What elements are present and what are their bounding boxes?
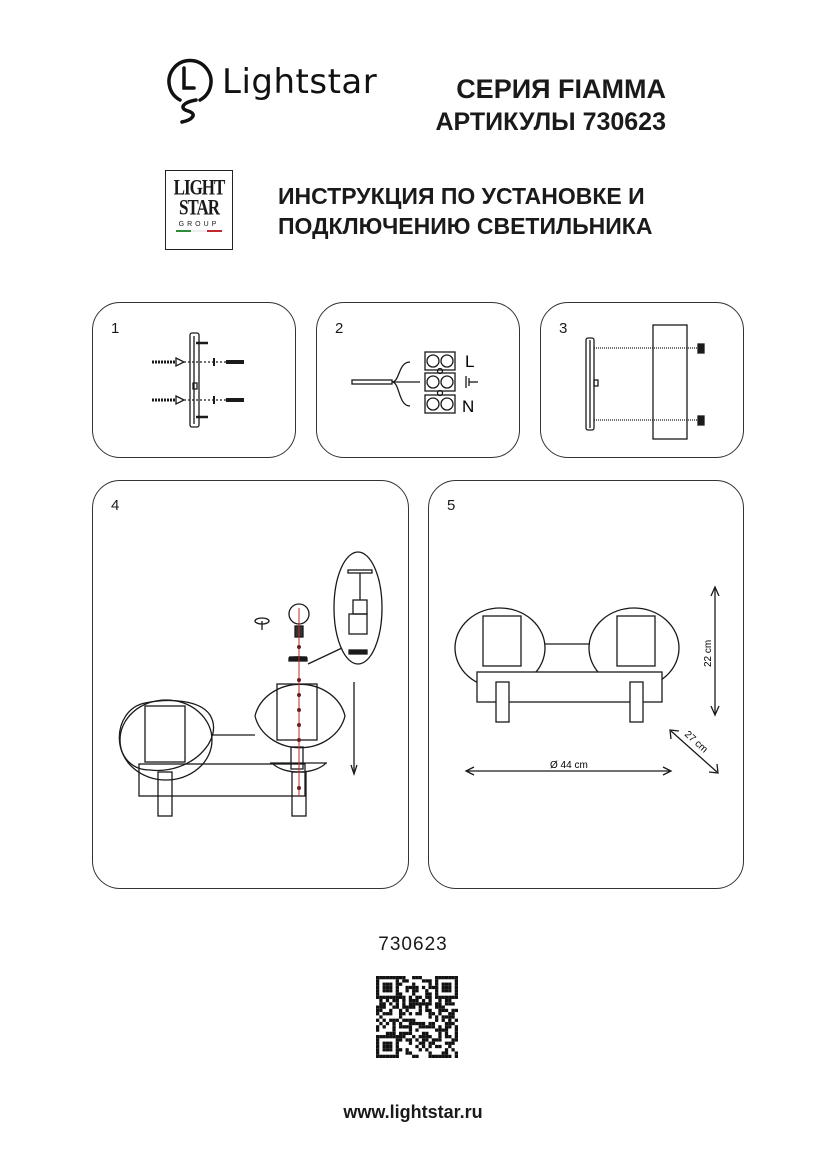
height-dimension: 22 cm — [703, 640, 714, 667]
website-link[interactable]: www.lightstar.ru — [343, 1102, 483, 1122]
step-5-number: 5 — [447, 497, 456, 514]
wall-dowel-icon — [152, 356, 186, 368]
screw-icon — [213, 396, 244, 404]
step-4-panel — [92, 480, 409, 889]
group-logo-line2: STAR — [178, 195, 220, 220]
wall-dowel-icon — [152, 394, 186, 406]
step-2-number: 2 — [335, 320, 344, 337]
series-title: СЕРИЯ FIAMMA — [456, 74, 666, 104]
width-dimension: Ø 44 cm — [550, 760, 588, 771]
rotate-arrow-icon — [254, 617, 270, 630]
step-4-number: 4 — [111, 497, 120, 514]
neutral-label: N — [462, 397, 474, 416]
article-numbers: АРТИКУЛЫ 730623 — [435, 108, 666, 136]
screw-icon — [213, 358, 244, 366]
live-label: L — [465, 352, 474, 371]
step-5-panel — [428, 480, 744, 889]
lightstar-group-logo: LIGHT STAR GROUP — [165, 170, 233, 250]
italian-flag-stripe — [176, 230, 222, 232]
step-2-panel — [316, 302, 520, 458]
qr-code[interactable] — [376, 976, 458, 1058]
instruction-title-line1: ИНСТРУКЦИЯ ПО УСТАНОВКЕ И — [278, 183, 645, 209]
article-code: 730623 — [378, 934, 448, 955]
depth-dimension: 27 cm — [682, 729, 710, 755]
step-4-lamp-assembly-drawing — [118, 551, 383, 817]
step-3-number: 3 — [559, 320, 568, 337]
group-logo-line1: LIGHT — [173, 175, 226, 200]
lightstar-bulb-logo-icon — [167, 58, 213, 124]
step-1-panel — [92, 302, 296, 458]
step-3-bracket-attach-drawing — [585, 324, 705, 440]
step-1-number: 1 — [111, 320, 120, 337]
instruction-title: ИНСТРУКЦИЯ ПО УСТАНОВКЕ И ПОДКЛЮЧЕНИЮ СВ… — [278, 181, 652, 241]
instruction-title-line2: ПОДКЛЮЧЕНИЮ СВЕТИЛЬНИКА — [278, 213, 653, 239]
step-1-mounting-bracket-drawing — [152, 332, 244, 428]
step-3-panel — [540, 302, 744, 458]
group-logo-line3: GROUP — [178, 221, 220, 228]
step-2-terminal-block-drawing — [351, 351, 478, 414]
step-5-dimensions-drawing — [454, 585, 720, 776]
axis-dots — [297, 645, 301, 790]
brand-name: Lightstar — [222, 62, 378, 102]
detail-callout — [307, 551, 383, 665]
ground-symbol-icon — [465, 376, 478, 388]
